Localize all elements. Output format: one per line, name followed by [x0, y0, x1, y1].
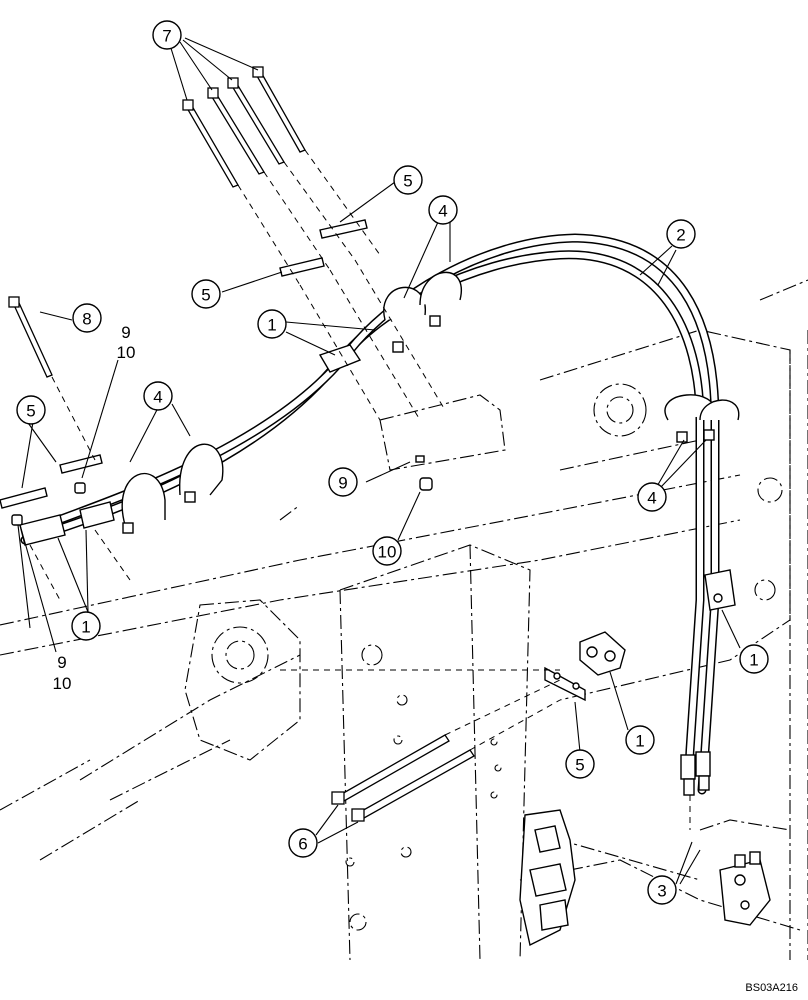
callout-10-center: 10	[372, 536, 402, 566]
label-9-bottom: 9	[57, 653, 66, 672]
callout-5-top: 5	[393, 165, 423, 195]
callout-6: 6	[288, 828, 318, 858]
svg-text:5: 5	[575, 756, 584, 775]
svg-text:1: 1	[635, 732, 644, 751]
label-10-top: 10	[117, 343, 136, 362]
label-9-top: 9	[121, 323, 130, 342]
callout-3: 3	[647, 875, 677, 905]
callout-1-top: 1	[257, 309, 287, 339]
label-10-bottom: 10	[53, 674, 72, 693]
svg-text:10: 10	[378, 543, 397, 562]
callout-4-left: 4	[143, 381, 173, 411]
hose-clips	[121, 271, 740, 534]
machine-frame-phantom	[0, 279, 808, 961]
callout-4-right: 4	[637, 482, 667, 512]
bolts-item-7	[182, 66, 306, 188]
callout-1-block: 1	[625, 725, 655, 755]
bolts-item-6	[331, 734, 475, 822]
svg-text:2: 2	[676, 226, 685, 245]
svg-text:5: 5	[403, 172, 412, 191]
plate-holes	[345, 644, 502, 931]
figure-reference-code: BS03A216	[745, 982, 798, 994]
bolt-item-8	[8, 296, 53, 378]
callout-8: 8	[72, 303, 102, 333]
svg-text:5: 5	[201, 286, 210, 305]
callout-5-left: 5	[16, 395, 46, 425]
callout-9-center: 9	[328, 467, 358, 497]
valve-block	[519, 809, 771, 947]
callout-1-left: 1	[71, 611, 101, 641]
svg-text:5: 5	[26, 402, 35, 421]
svg-text:1: 1	[267, 316, 276, 335]
callout-1-right: 1	[739, 644, 769, 674]
svg-text:9: 9	[338, 474, 347, 493]
assembly-dashed-lines	[29, 149, 691, 830]
svg-text:4: 4	[153, 388, 162, 407]
clamp-plates	[0, 219, 586, 702]
callout-5-mid: 5	[191, 279, 221, 309]
svg-text:6: 6	[298, 835, 307, 854]
washers-and-nuts	[11, 455, 433, 526]
svg-text:4: 4	[438, 202, 447, 221]
callout-7: 7	[152, 20, 182, 50]
svg-text:3: 3	[657, 882, 666, 901]
svg-text:8: 8	[82, 310, 91, 329]
svg-text:1: 1	[749, 651, 758, 670]
svg-text:4: 4	[647, 489, 656, 508]
callout-4-top: 4	[428, 195, 458, 225]
leader-lines	[17, 37, 741, 885]
svg-text:1: 1	[81, 618, 90, 637]
callout-5-plate: 5	[565, 749, 595, 779]
leader-9-10-bottom	[19, 524, 57, 653]
callout-2: 2	[666, 219, 696, 249]
svg-text:7: 7	[162, 27, 171, 46]
